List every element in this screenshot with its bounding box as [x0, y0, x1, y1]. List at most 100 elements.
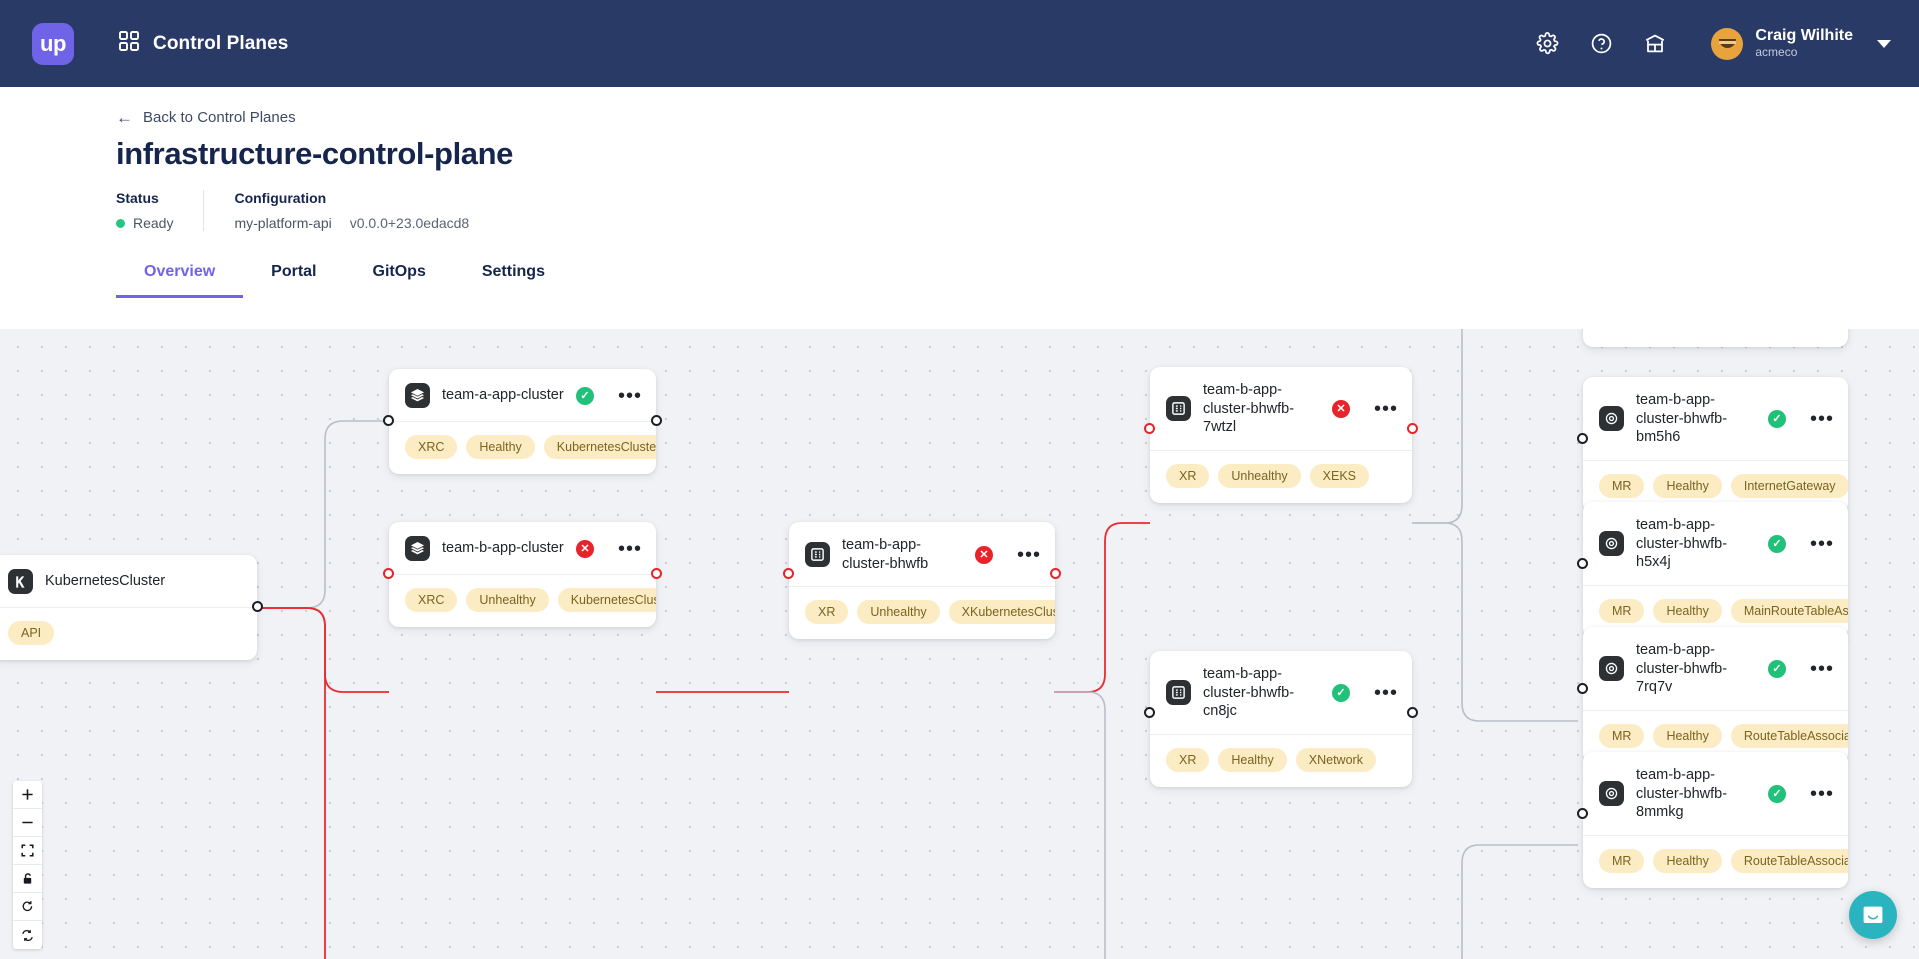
node-team-b-app-cluster-bhwfb-bm5h6[interactable]: team-b-app-cluster-bhwfb-bm5h6 ✓ ••• MR … [1577, 377, 1848, 513]
configuration-version: v0.0.0+23.0edacd8 [349, 215, 470, 231]
tag-kind: XR [1166, 463, 1210, 488]
tab-portal[interactable]: Portal [271, 263, 317, 280]
node-handle-right[interactable] [252, 601, 263, 612]
node-kubernetescluster[interactable]: KubernetesCluster API [0, 555, 263, 660]
zoom-in-button[interactable] [13, 781, 42, 809]
managed-resource-icon [1599, 656, 1624, 682]
node-handle-left[interactable] [383, 415, 394, 426]
status-block: Status Ready [116, 190, 203, 231]
tag-health: Healthy [466, 435, 535, 459]
node-card-partial-top[interactable] [1583, 329, 1848, 347]
k-letter-icon [8, 569, 33, 594]
tab-overview[interactable]: Overview [116, 253, 244, 298]
configuration-name: my-platform-api [234, 215, 332, 231]
tag-type: RouteTableAssociation [1730, 848, 1848, 873]
gear-icon[interactable] [1533, 30, 1561, 58]
tag-health: Unhealthy [857, 600, 940, 625]
help-icon[interactable] [1587, 30, 1615, 58]
status-badge-healthy-icon: ✓ [575, 386, 594, 405]
node-title: team-b-app-cluster-bhwfb-7wtzl [1203, 382, 1295, 436]
grid-icon [118, 30, 140, 57]
meta-row: Status Ready Configuration my-platform-a… [116, 190, 1919, 231]
node-handle-left[interactable] [1577, 808, 1588, 819]
node-team-b-app-cluster-bhwfb-7wtzl[interactable]: team-b-app-cluster-bhwfb-7wtzl ✕ ••• XR … [1144, 367, 1418, 503]
user-menu[interactable]: Craig Wilhite acmeco [1711, 27, 1891, 60]
node-team-b-app-cluster-bhwfb-8mmkg[interactable]: team-b-app-cluster-bhwfb-8mmkg ✓ ••• MR … [1577, 752, 1848, 888]
sync-button[interactable] [13, 921, 42, 949]
node-tags: MR Healthy InternetGateway [1583, 461, 1848, 513]
tag-kind: API [8, 621, 55, 645]
tag-health: Healthy [1653, 848, 1722, 873]
lock-button[interactable] [13, 865, 42, 893]
node-handle-left[interactable] [1577, 433, 1588, 444]
nav-control-planes[interactable]: Control Planes [118, 30, 288, 57]
resource-graph-canvas[interactable]: KubernetesCluster API team-a-app-cluster… [0, 329, 1919, 959]
zoom-out-button[interactable] [13, 809, 42, 837]
status-badge-unhealthy-icon: ✕ [974, 545, 993, 564]
up-logo-icon[interactable]: up [32, 22, 74, 65]
top-navigation-bar: up Control Planes [0, 0, 1919, 87]
node-handle-left[interactable] [1577, 558, 1588, 569]
node-header: team-b-app-cluster-bhwfb-cn8jc ✓ ••• [1150, 651, 1412, 735]
chat-bubble-icon[interactable] [1849, 891, 1897, 939]
node-handle-left[interactable] [1577, 683, 1588, 694]
tab-settings[interactable]: Settings [481, 263, 545, 280]
tag-health: Healthy [1218, 747, 1287, 772]
node-header: team-a-app-cluster ✓ ••• [389, 369, 656, 422]
refresh-button[interactable] [13, 893, 42, 921]
node-title: team-b-app-cluster-bhwfb-7rq7v [1636, 642, 1728, 696]
configuration-block: Configuration my-platform-api v0.0.0+23.… [203, 190, 499, 231]
node-handle-left[interactable] [783, 568, 794, 579]
chevron-down-icon[interactable] [1877, 39, 1891, 48]
node-title: KubernetesCluster [45, 573, 166, 590]
node-tags: XRC Healthy KubernetesCluster [389, 422, 656, 474]
node-handle-right[interactable] [651, 415, 662, 426]
node-title: team-b-app-cluster [442, 540, 564, 557]
avatar [1711, 27, 1744, 60]
node-header: team-b-app-cluster-bhwfb-bm5h6 ✓ ••• [1583, 377, 1848, 461]
tag-type: RouteTableAssociation [1730, 723, 1848, 748]
status-dot-icon [116, 218, 125, 228]
configuration-value: my-platform-api v0.0.0+23.0edacd8 [234, 215, 469, 231]
node-team-b-app-cluster-bhwfb[interactable]: team-b-app-cluster-bhwfb ✕ ••• XR Unheal… [783, 522, 1061, 640]
tag-type: XEKS [1309, 463, 1370, 488]
fit-view-button[interactable] [13, 837, 42, 865]
tag-type: InternetGateway [1730, 473, 1848, 498]
node-handle-left[interactable] [383, 568, 394, 579]
status-text: Ready [133, 215, 174, 231]
node-team-b-app-cluster-bhwfb-cn8jc[interactable]: team-b-app-cluster-bhwfb-cn8jc ✓ ••• XR … [1144, 651, 1418, 787]
node-title: team-a-app-cluster [442, 387, 564, 404]
node-handle-left[interactable] [1144, 707, 1155, 718]
tag-kind: MR [1599, 598, 1645, 623]
node-handle-left[interactable] [1144, 423, 1155, 434]
node-team-b-app-cluster-bhwfb-7rq7v[interactable]: team-b-app-cluster-bhwfb-7rq7v ✓ ••• MR … [1577, 627, 1848, 763]
managed-resource-icon [1599, 406, 1624, 432]
tag-health: Healthy [1653, 473, 1722, 498]
node-header: team-b-app-cluster-bhwfb-8mmkg ✓ ••• [1583, 752, 1848, 836]
status-badge-healthy-icon: ✓ [1331, 683, 1350, 702]
node-title: team-b-app-cluster-bhwfb [842, 537, 929, 572]
node-header: team-b-app-cluster-bhwfb-h5x4j ✓ ••• [1583, 502, 1848, 586]
user-name: Craig Wilhite [1755, 27, 1853, 45]
node-title: team-b-app-cluster-bhwfb-8mmkg [1636, 767, 1728, 821]
status-badge-healthy-icon: ✓ [1767, 409, 1786, 428]
node-handle-right[interactable] [1407, 707, 1418, 718]
node-header: team-b-app-cluster-bhwfb-7wtzl ✕ ••• [1150, 367, 1412, 451]
tab-gitops[interactable]: GitOps [372, 263, 426, 280]
node-handle-right[interactable] [651, 568, 662, 579]
node-title: team-b-app-cluster-bhwfb-h5x4j [1636, 517, 1728, 571]
node-team-b-app-cluster[interactable]: team-b-app-cluster ✕ ••• XRC Unhealthy K… [383, 522, 662, 627]
user-org: acmeco [1755, 44, 1798, 59]
nav-title: Control Planes [153, 32, 289, 54]
tag-type: MainRouteTableAssociation [1730, 598, 1848, 623]
back-to-control-planes-link[interactable]: ← Back to Control Planes [116, 109, 1919, 126]
node-team-a-app-cluster[interactable]: team-a-app-cluster ✓ ••• XRC Healthy Kub… [383, 369, 662, 474]
marketplace-icon[interactable] [1641, 30, 1669, 58]
back-link-label: Back to Control Planes [143, 109, 296, 126]
node-team-b-app-cluster-bhwfb-h5x4j[interactable]: team-b-app-cluster-bhwfb-h5x4j ✓ ••• MR … [1577, 502, 1848, 638]
status-value: Ready [116, 215, 173, 231]
node-handle-right[interactable] [1407, 423, 1418, 434]
node-handle-right[interactable] [1050, 568, 1061, 579]
node-tags: MR Healthy RouteTableAssociation [1583, 711, 1848, 763]
tag-type: XKubernetesCluster [948, 600, 1055, 625]
